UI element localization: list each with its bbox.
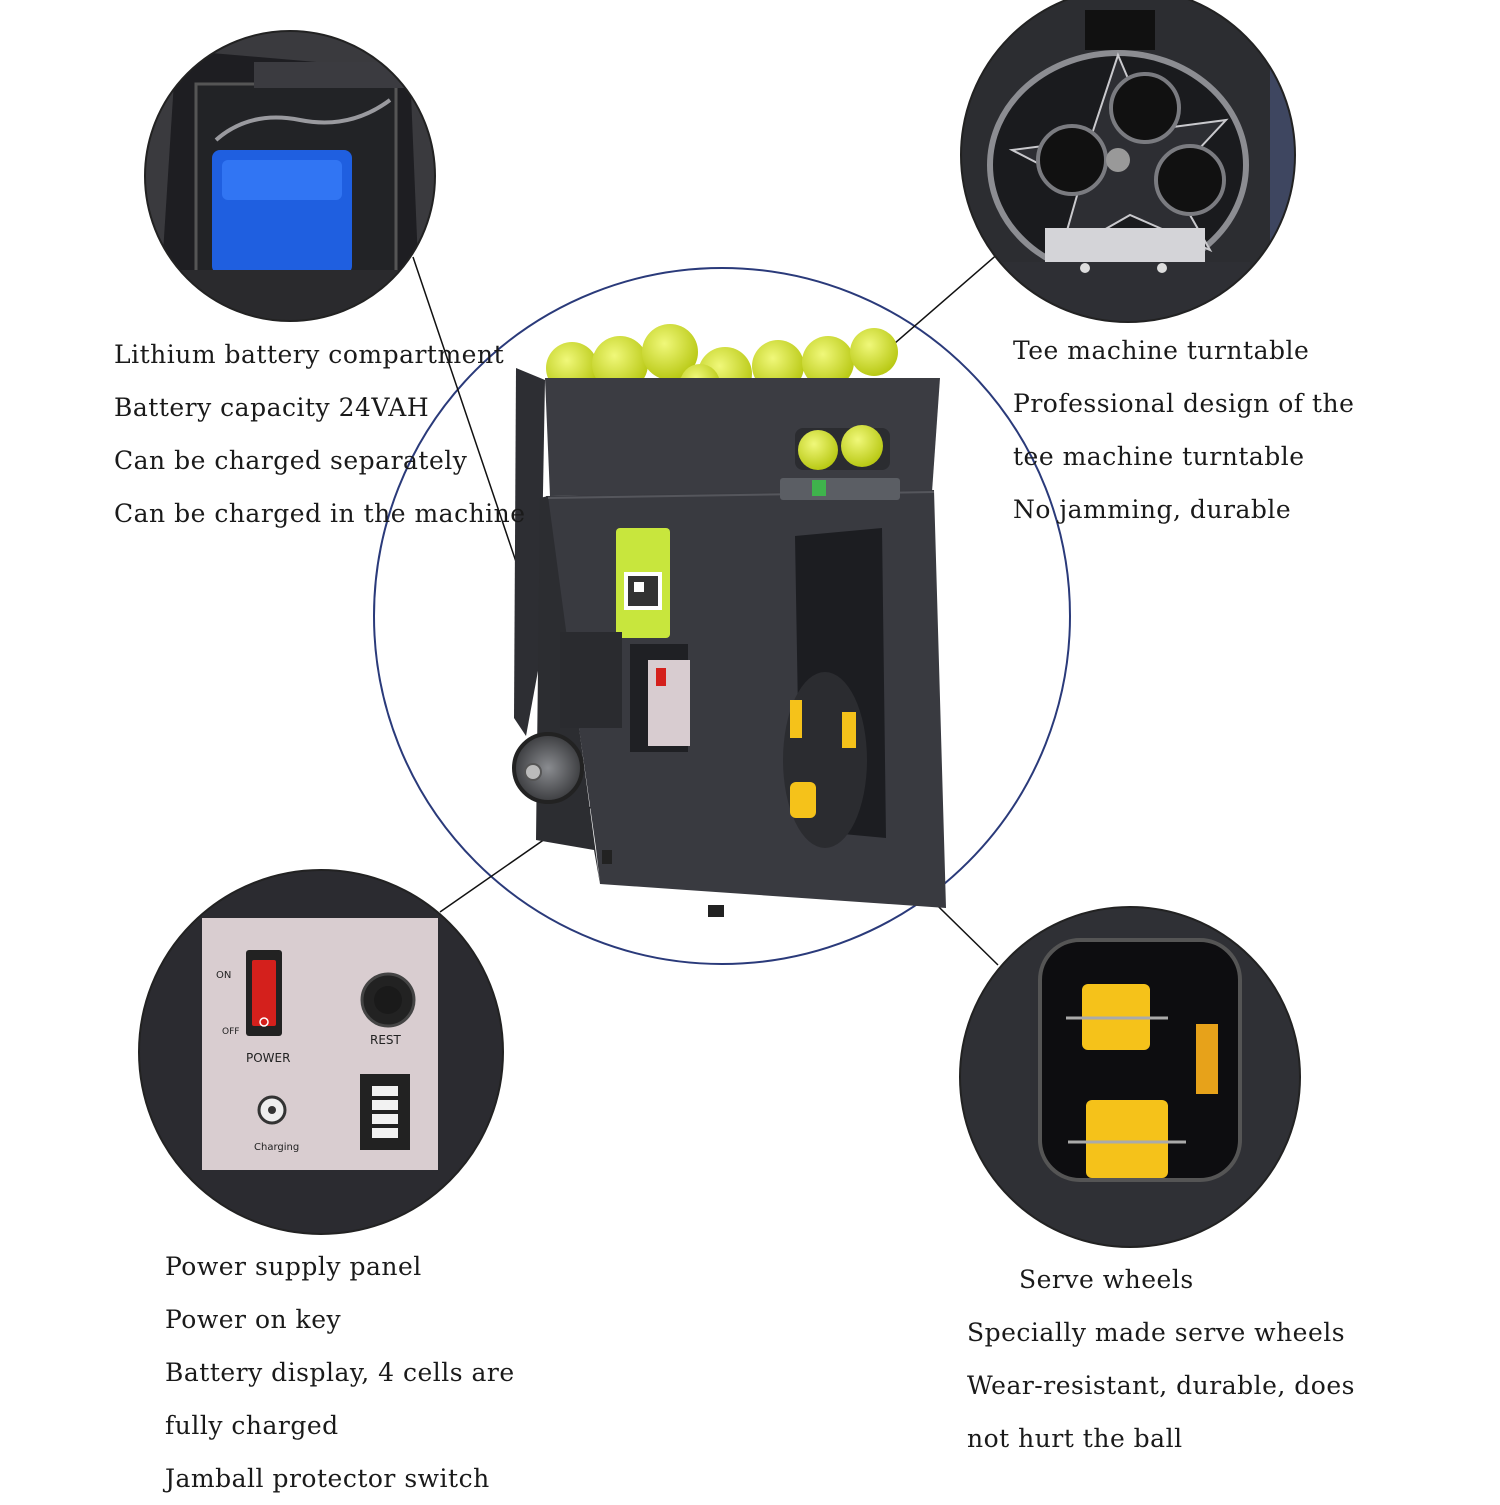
battery-cell [372,1114,398,1124]
serve-callout-line: Specially made serve wheels [967,1318,1346,1347]
battery-cell [372,1086,398,1096]
leader-line-battery [412,256,534,613]
turntable-callout-text: Tee machine turntable Professional desig… [1013,324,1354,536]
serve-wheels-detail-circle [959,906,1301,1248]
power-callout-line: Jamball protector switch [165,1464,490,1493]
cart-wheel [512,732,584,804]
power-callout-line: Power on key [165,1305,342,1334]
leader-line-turntable [879,251,1001,357]
power-panel-callout-text: Power supply panel Power on key Battery … [165,1240,515,1505]
battery-callout-text: Lithium battery compartment Battery capa… [114,328,526,540]
main-frame-circle [373,267,1071,965]
serve-wheel-bottom [1086,1100,1168,1178]
power-panel-detail-circle: ON OFF POWER REST Charging [138,869,504,1235]
turntable-callout-line: No jamming, durable [1013,495,1292,524]
ball-machine [512,324,946,917]
power-switch [252,960,276,1026]
battery-cell [372,1100,398,1110]
battery-callout-line: Battery capacity 24VAH [114,393,430,422]
switch-off-label: OFF [222,1027,239,1037]
turntable-callout-line: Professional design of the [1013,389,1355,418]
serve-callout-line: not hurt the ball [967,1424,1183,1453]
reset-label: REST [370,1033,402,1047]
serve-callout-line: Wear-resistant, durable, does [967,1371,1355,1400]
power-label: POWER [246,1051,290,1065]
power-callout-line: Battery display, 4 cells are [165,1358,515,1387]
power-callout-line: fully charged [165,1411,339,1440]
battery-cells [372,1086,398,1138]
serve-wheels-callout-text: Serve wheels Specially made serve wheels… [967,1253,1355,1465]
turntable-detail-circle [960,0,1296,323]
serve-callout-line: Serve wheels [1019,1265,1194,1294]
battery-callout-line: Can be charged separately [114,446,468,475]
battery-detail-circle [144,30,436,322]
switch-on-label: ON [216,970,231,981]
battery-callout-line: Can be charged in the machine [114,499,526,528]
turntable-callout-line: tee machine turntable [1013,442,1305,471]
power-callout-line: Power supply panel [165,1252,422,1281]
battery-callout-line: Lithium battery compartment [114,340,505,369]
charging-label: Charging [254,1142,299,1153]
battery-display [360,1074,410,1150]
turntable-callout-line: Tee machine turntable [1013,336,1310,365]
battery-cell [372,1128,398,1138]
